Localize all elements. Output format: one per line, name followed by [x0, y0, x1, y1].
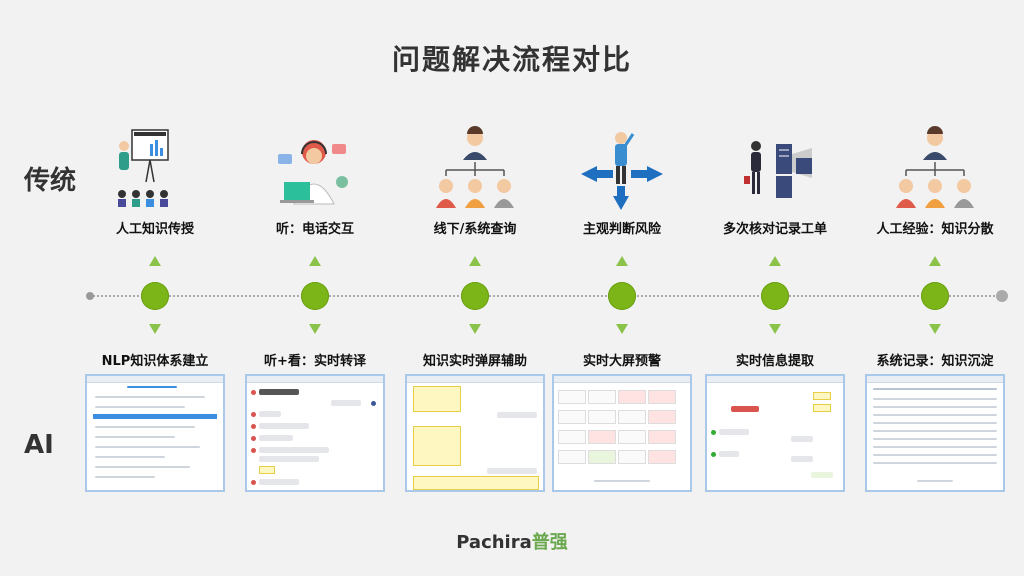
screenshot-thumbnail — [552, 374, 692, 492]
ai-step-label: 知识实时弹屏辅助 — [422, 354, 527, 369]
triangle-down-icon — [616, 324, 628, 334]
ai-step-label: NLP知识体系建立 — [101, 354, 209, 369]
logo-text: Pachira — [456, 532, 532, 553]
triangle-up-icon — [769, 256, 781, 266]
timeline-node — [141, 282, 169, 310]
team-hierarchy-icon — [860, 122, 1010, 214]
page-title: 问题解决流程对比 — [391, 43, 632, 76]
pachira-logo: Pachira普强 — [0, 528, 1024, 554]
timeline-end-dot — [996, 290, 1008, 302]
timeline-start-dot — [86, 292, 94, 300]
timeline-line — [90, 295, 1002, 297]
triangle-down-icon — [929, 324, 941, 334]
traditional-step-label: 听：电话交互 — [275, 222, 354, 237]
screenshot-thumbnail — [405, 374, 545, 492]
traditional-step-label: 线下/系统查询 — [433, 222, 517, 237]
timeline-node — [461, 282, 489, 310]
presentation-icon — [80, 122, 230, 214]
ai-step-label: 系统记录：知识沉淀 — [876, 354, 994, 369]
traditional-step-label: 人工知识传授 — [115, 222, 194, 237]
logo-cn-text: 普强 — [531, 532, 568, 553]
triangle-up-icon — [149, 256, 161, 266]
traditional-step-label: 多次核对记录工单 — [722, 222, 827, 237]
triangle-up-icon — [469, 256, 481, 266]
traditional-step-label: 人工经验：知识分散 — [876, 222, 994, 237]
document-review-icon — [700, 122, 850, 214]
timeline-node — [608, 282, 636, 310]
call-center-agent-icon — [240, 122, 390, 214]
screenshot-thumbnail — [865, 374, 1005, 492]
timeline-node — [761, 282, 789, 310]
row-label-traditional: 传统 — [24, 166, 77, 196]
screenshot-thumbnail — [85, 374, 225, 492]
row-label-ai: AI — [24, 430, 54, 460]
ai-step-label: 实时大屏预警 — [582, 354, 661, 369]
triangle-down-icon — [309, 324, 321, 334]
timeline-node — [301, 282, 329, 310]
ai-step-label: 听+看：实时转译 — [264, 354, 366, 369]
confused-person-arrows-icon — [547, 122, 697, 214]
triangle-down-icon — [469, 324, 481, 334]
screenshot-thumbnail — [245, 374, 385, 492]
screenshot-thumbnail — [705, 374, 845, 492]
traditional-step-label: 主观判断风险 — [582, 222, 661, 237]
triangle-up-icon — [929, 256, 941, 266]
triangle-down-icon — [149, 324, 161, 334]
triangle-down-icon — [769, 324, 781, 334]
triangle-up-icon — [309, 256, 321, 266]
team-hierarchy-icon — [400, 122, 550, 214]
triangle-up-icon — [616, 256, 628, 266]
timeline-node — [921, 282, 949, 310]
ai-step-label: 实时信息提取 — [735, 354, 814, 369]
